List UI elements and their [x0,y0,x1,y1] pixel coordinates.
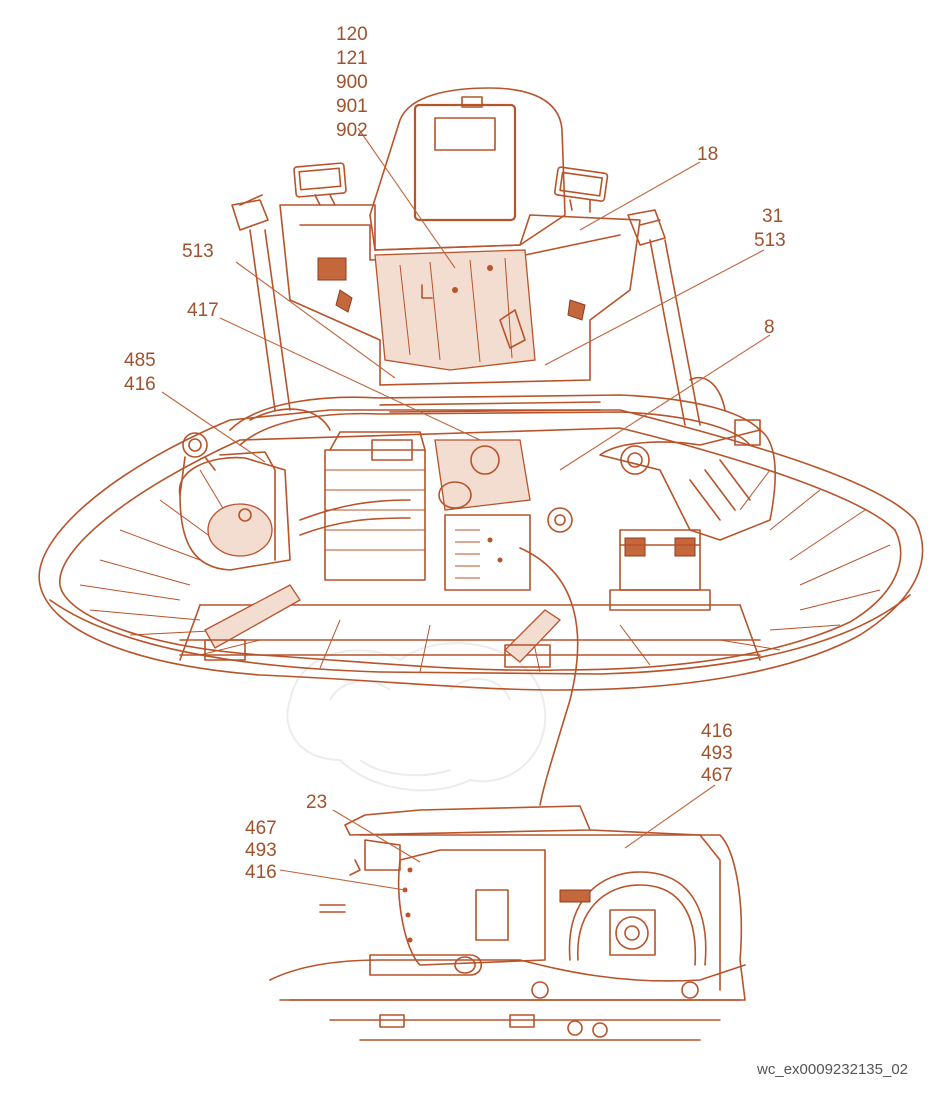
left-post [249,229,291,411]
seat-screw-2 [487,265,493,271]
right-lamp [554,166,609,213]
right-clip [567,299,586,321]
deck-tube-2 [239,411,751,446]
figure-id: wc_ex0009232135_02 [756,1061,908,1078]
engine-body [324,449,426,581]
callout-417: 417 [187,300,219,321]
callout-513-left: 513 [182,241,214,262]
callout-seat-stack: 120 121 900 901 902 [336,24,368,141]
engine-panel [444,514,531,591]
left-lamp [293,162,347,206]
callout-120: 120 [336,24,368,45]
callout-18: 18 [697,144,718,165]
control-lever [499,309,526,349]
callout-485: 485 [124,350,156,371]
detail-view [269,805,746,1041]
callout-513-right: 513 [754,230,786,251]
seat-tray [279,204,641,386]
callout-121: 121 [336,48,368,69]
right-block [504,644,551,668]
callout-8: 8 [764,317,775,338]
left-block [204,639,246,661]
right-post [649,239,701,426]
seat-mark [421,284,433,299]
callout-901: 901 [336,96,368,117]
base-ring [49,594,911,675]
callout-detail-493: 493 [701,743,733,764]
callout-902: 902 [336,120,368,141]
detail-tube [369,954,483,976]
right-box [734,419,761,446]
trowel-machine [38,87,924,806]
left-tank [178,408,331,571]
cross-rail-r [739,604,761,661]
detail-cable [519,547,579,806]
detail-base [269,959,746,982]
left-handle-top [231,199,269,231]
leader-lines [161,127,771,891]
battery [547,507,711,611]
left-foot-pedal [204,584,301,649]
deck-slots [379,401,601,413]
callout-23: 23 [306,792,327,813]
right-handle-top [627,209,666,246]
seat-tray-inner [299,224,621,261]
callout-detail-left-493: 493 [245,840,277,861]
left-switch [317,257,347,281]
detail-top-plate [344,805,591,836]
air-hose [299,499,411,521]
seat-pan [374,249,536,371]
seat-pan-ribs [399,257,513,363]
callout-detail-467: 467 [701,765,733,786]
callout-detail-left-416: 416 [245,862,277,883]
deck-tube [229,394,761,431]
callout-416-tank: 416 [124,374,156,395]
engine-cap [371,439,413,461]
detail-drum [559,871,707,966]
callout-detail-left-467: 467 [245,818,277,839]
callout-detail-416: 416 [701,721,733,742]
engine-top [329,431,426,451]
right-handle-grip [639,219,661,226]
ring-spokes [79,469,891,673]
display-window [434,117,496,151]
left-handle-grip [239,194,263,206]
cross-rail-l [179,604,201,661]
right-foot-pedal [504,609,562,663]
engine-cover [434,439,531,511]
detail-shield [349,839,546,966]
seat-clip [461,96,483,108]
callout-31: 31 [762,206,783,227]
watermark [286,642,547,792]
seat-display [413,103,517,222]
detail-frame-2 [589,829,721,991]
callout-900: 900 [336,72,368,93]
right-tank [599,376,776,541]
detail-frame [289,834,746,1001]
seat-screw [452,287,458,293]
detail-base-2 [279,999,741,1041]
left-clip [335,289,353,313]
engine-block [299,431,531,591]
seat-back-shell [369,87,566,251]
